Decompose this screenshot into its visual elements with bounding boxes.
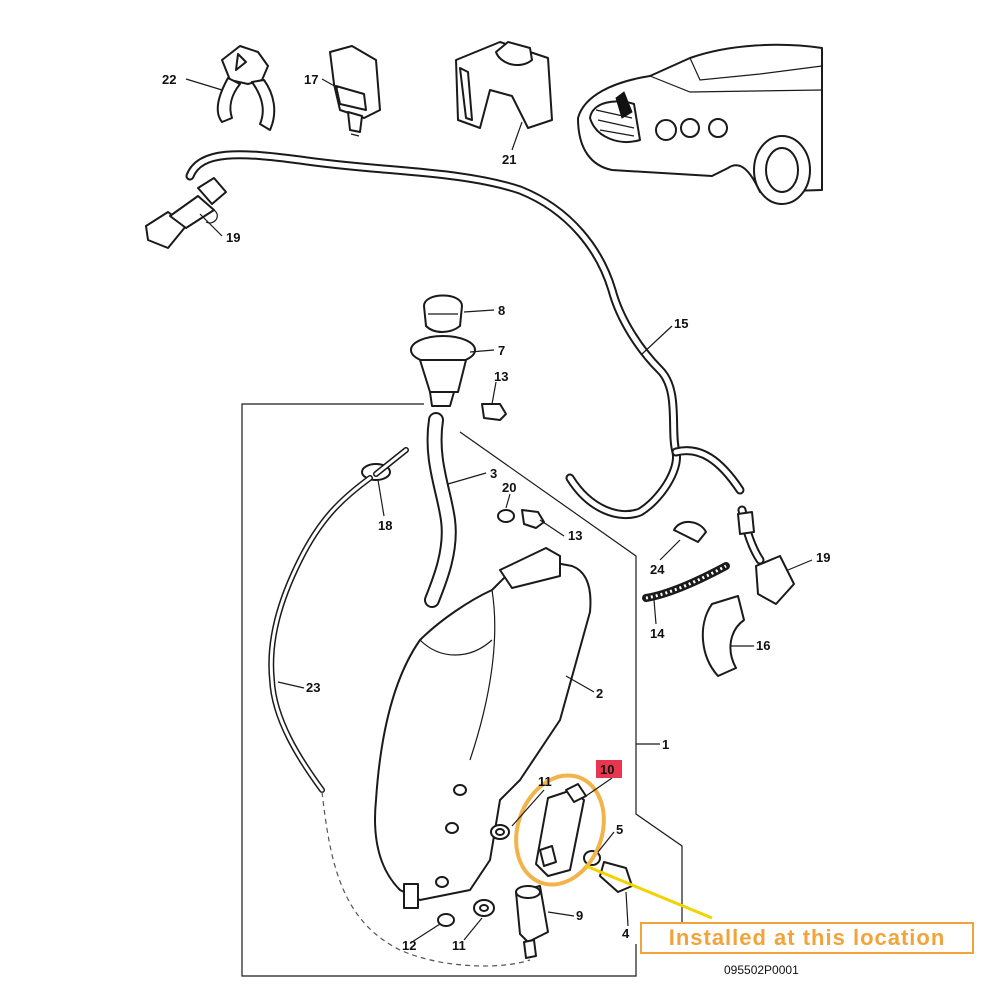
part-19-upper-connector (145, 177, 227, 249)
label-18: 18 (378, 518, 392, 533)
part-20-washer (497, 509, 515, 523)
part-24-clip (673, 521, 707, 543)
part-10-badge (596, 760, 622, 778)
label-20: 20 (502, 480, 516, 495)
part-13-bolt-upper (481, 403, 507, 421)
callout-pointer (585, 864, 713, 920)
label-13-lower: 13 (568, 528, 582, 543)
label-11-upper: 11 (538, 774, 552, 789)
part-8-cap (423, 294, 463, 333)
part-10-pump (514, 773, 606, 887)
part-14-sleeve (642, 562, 730, 602)
label-24: 24 (650, 562, 665, 577)
leader-lines (185, 78, 813, 943)
part-22-clip (216, 45, 276, 131)
part-13-bolt-lower (521, 509, 545, 529)
label-19-lower: 19 (816, 550, 830, 565)
label-10: 10 (600, 762, 614, 777)
label-2: 2 (596, 686, 603, 701)
part-labels: 22 17 21 19 8 7 13 15 3 20 13 18 19 24 1… (162, 72, 830, 953)
part-12-nut (437, 913, 455, 927)
label-19-upper: 19 (226, 230, 240, 245)
part-7-filler-neck (410, 335, 476, 407)
label-21: 21 (502, 152, 516, 167)
part-19-lower-connector (737, 511, 795, 605)
part-3-hose (424, 412, 457, 608)
part-9-pump (515, 885, 549, 959)
part-21-clip (455, 41, 553, 129)
label-11-lower: 11 (452, 938, 466, 953)
label-17: 17 (304, 72, 318, 87)
part-11-grommet-lower (473, 899, 495, 917)
part-16-bracket (701, 595, 745, 677)
label-22: 22 (162, 72, 176, 87)
part-23-hose (268, 475, 531, 967)
label-1: 1 (662, 737, 669, 752)
label-14: 14 (650, 626, 665, 641)
car-location-illustration (577, 43, 823, 205)
document-id: 095502P0001 (724, 963, 799, 977)
part-11-grommet-upper (490, 824, 510, 840)
label-3: 3 (490, 466, 497, 481)
part-17-clip (329, 45, 381, 137)
label-16: 16 (756, 638, 770, 653)
label-12: 12 (402, 938, 416, 953)
label-13-upper: 13 (494, 369, 508, 384)
label-23: 23 (306, 680, 320, 695)
installed-location-callout: Installed at this location (640, 922, 974, 954)
part-2-reservoir (374, 547, 592, 909)
label-9: 9 (576, 908, 583, 923)
label-7: 7 (498, 343, 505, 358)
label-8: 8 (498, 303, 505, 318)
part-15-hose (185, 150, 765, 565)
label-5: 5 (616, 822, 623, 837)
label-4: 4 (622, 926, 630, 941)
label-15: 15 (674, 316, 688, 331)
